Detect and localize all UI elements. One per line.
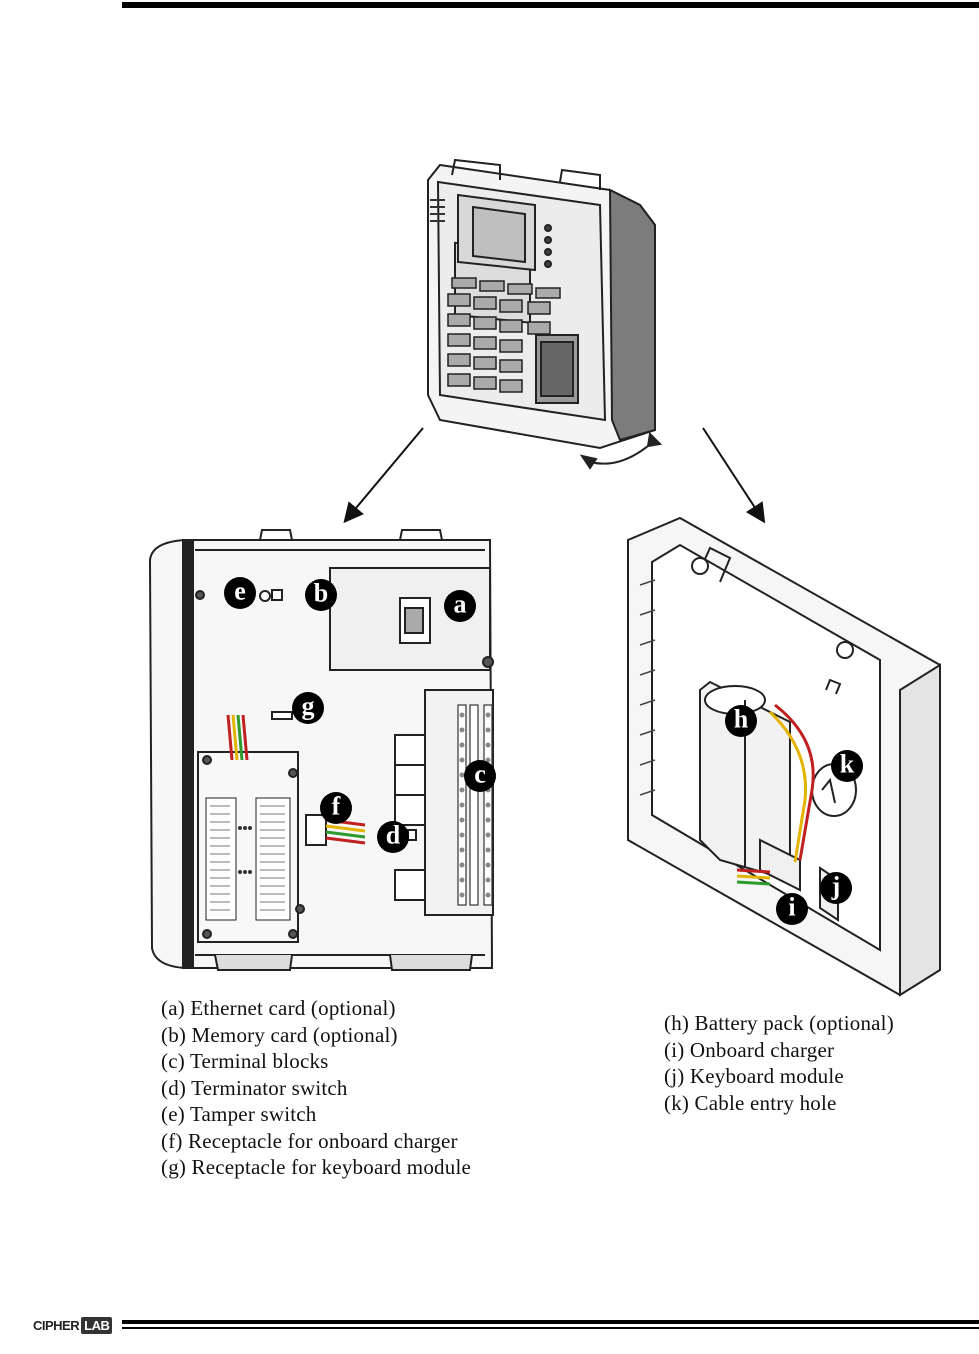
legend-item-i: (i) Onboard charger [664, 1037, 835, 1062]
logo-brand-right: LAB [81, 1316, 113, 1334]
legend-item-b: (b) Memory card (optional) [161, 1022, 398, 1047]
back-cover-view [627, 516, 941, 997]
terminal-inner-view [148, 529, 494, 971]
svg-text:d: d [386, 821, 401, 850]
svg-text:h: h [734, 705, 749, 734]
cipherlab-logo: CIPHER LAB [33, 1314, 113, 1336]
terminal-front-view [427, 158, 663, 470]
legend-item-j: (j) Keyboard module [664, 1064, 844, 1088]
legend-item-c: (c) Terminal blocks [161, 1049, 329, 1073]
legend-right: (h) Battery pack (optional) (i) Onboard … [664, 1010, 894, 1116]
svg-text:a: a [454, 590, 467, 619]
callout-j: j [820, 872, 852, 904]
callout-i: i [776, 893, 808, 925]
svg-text:i: i [788, 893, 795, 922]
svg-text:k: k [840, 750, 855, 779]
svg-text:g: g [302, 692, 315, 721]
callout-f: f [320, 792, 352, 824]
legend-item-f: (f) Receptacle for onboard charger [161, 1128, 458, 1153]
callout-c: c [464, 760, 496, 792]
callout-h: h [725, 705, 757, 737]
callout-markers: a b c d e f g h i j k [224, 577, 863, 925]
svg-text:c: c [474, 760, 486, 789]
legend-left: (a) Ethernet card (optional) (b) Memory … [161, 995, 471, 1181]
callout-k: k [831, 750, 863, 782]
svg-text:e: e [234, 577, 246, 606]
legend-item-a: (a) Ethernet card (optional) [161, 996, 396, 1020]
callout-e: e [224, 577, 256, 609]
legend-item-h: (h) Battery pack (optional) [664, 1011, 894, 1035]
arrow-to-back-cover [702, 427, 766, 524]
callout-d: d [377, 821, 409, 853]
callout-g: g [292, 692, 324, 724]
callout-b: b [305, 579, 337, 611]
logo-brand-left: CIPHER [33, 1317, 80, 1333]
arrow-to-inner-view [343, 427, 424, 524]
svg-text:j: j [831, 872, 841, 901]
svg-text:f: f [332, 792, 341, 821]
svg-text:b: b [314, 579, 328, 608]
header-rule [122, 2, 979, 8]
legend-item-k: (k) Cable entry hole [664, 1090, 837, 1115]
footer-rule [122, 1320, 979, 1329]
legend-item-e: (e) Tamper switch [161, 1102, 317, 1126]
legend-item-g: (g) Receptacle for keyboard module [161, 1155, 471, 1179]
callout-a: a [444, 590, 476, 622]
legend-item-d: (d) Terminator switch [161, 1075, 348, 1100]
